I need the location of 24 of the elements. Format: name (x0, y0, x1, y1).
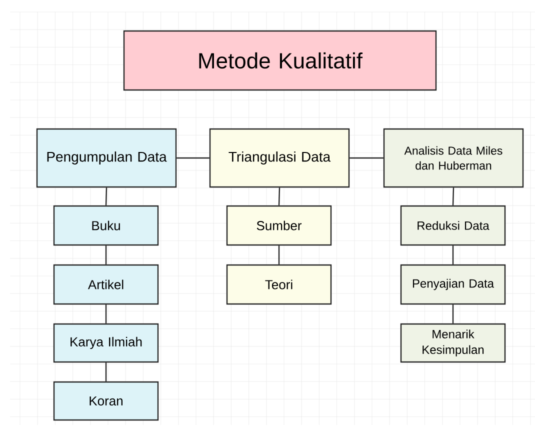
process-box: Artikel (53, 264, 159, 305)
process-box: Buku (53, 205, 159, 246)
process-box: Teori (226, 264, 332, 305)
process-box: Analisis Data Miles dan Huberman (383, 128, 524, 188)
title-box: Metode Kualitatif (123, 30, 437, 91)
connector-line (176, 157, 210, 159)
connector-line (452, 304, 454, 324)
process-box: Pengumpulan Data (36, 128, 177, 188)
process-box: Koran (53, 381, 159, 421)
process-box: Menarik Kesimpulan (400, 323, 506, 363)
connector-line (350, 157, 384, 159)
connector-line (452, 246, 454, 264)
connector-line (278, 188, 280, 206)
process-box: Sumber (226, 205, 332, 246)
process-box: Penyajian Data (400, 264, 506, 305)
process-box: Reduksi Data (400, 205, 506, 246)
connector-line (105, 362, 107, 382)
connector-line (105, 188, 108, 206)
connector-line (278, 246, 280, 264)
process-box: Triangulasi Data (209, 128, 350, 188)
connector-line (452, 188, 454, 206)
connector-line (105, 304, 107, 324)
process-box: Karya Ilmiah (53, 323, 159, 363)
connector-line (105, 246, 107, 264)
